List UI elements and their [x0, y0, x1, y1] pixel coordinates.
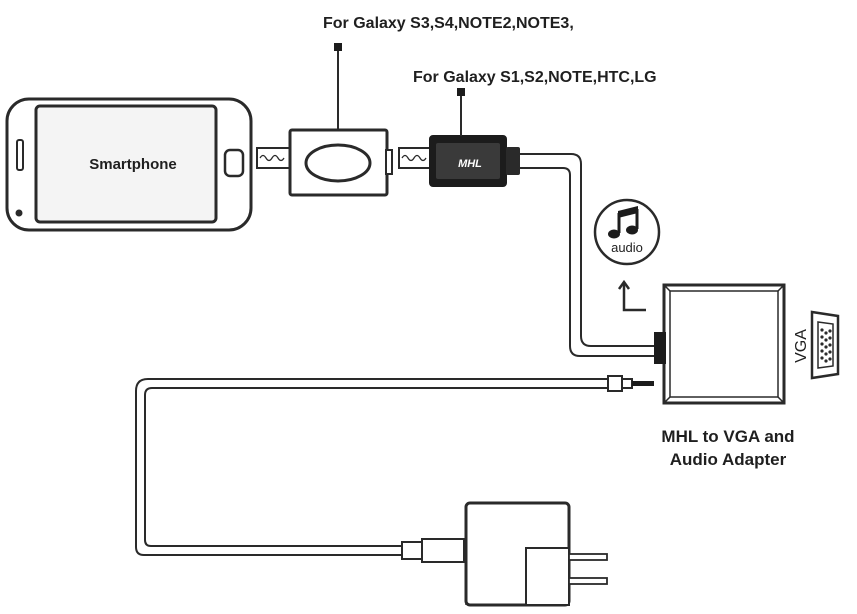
adapter-11pin-oval [304, 143, 372, 183]
adapter-box [662, 283, 786, 405]
audio-direction-arrow [617, 279, 646, 312]
adapter-label-line2: Audio Adapter [670, 450, 787, 469]
audio-label: audio [611, 240, 643, 255]
usb-power-adapter [464, 501, 608, 607]
smartphone-camera-dot [15, 209, 23, 217]
power-prong-top [568, 553, 608, 561]
vga-label: VGA [793, 329, 810, 363]
smartphone-side-slot [16, 139, 24, 171]
micro-usb-plug-5pin [398, 147, 431, 169]
power-prong-bottom [568, 577, 608, 585]
label-adapter-5pin: For Galaxy S1,S2,NOTE,HTC,LG [413, 69, 657, 86]
label-adapter-11pin: For Galaxy S3,S4,NOTE2,NOTE3, [323, 15, 574, 32]
music-note-icon [608, 206, 639, 239]
mhl-logo: MHL [458, 158, 482, 170]
power-adapter-inner-panel [525, 547, 570, 606]
adapter-11pin [288, 128, 393, 197]
smartphone-label: Smartphone [89, 156, 177, 173]
pointer-11pin [334, 43, 342, 130]
pointer-5pin [457, 88, 465, 136]
mhl-connector: MHL [429, 135, 520, 187]
smartphone-screen [34, 104, 218, 224]
usb-plug [401, 538, 465, 563]
adapter-label-line1: MHL to VGA and [661, 427, 794, 446]
adapter-input-socket [654, 332, 666, 364]
mhl-cable [520, 153, 656, 357]
smartphone: Smartphone [5, 97, 253, 232]
micro-usb-plug-11pin [256, 147, 291, 169]
smartphone-home-button [223, 148, 245, 178]
audio-jack-plug [607, 375, 654, 392]
vga-audio-adapter [654, 283, 786, 405]
usb-power-cable [135, 378, 608, 556]
vga-port-icon [810, 310, 840, 380]
audio-icon: audio [593, 198, 661, 266]
